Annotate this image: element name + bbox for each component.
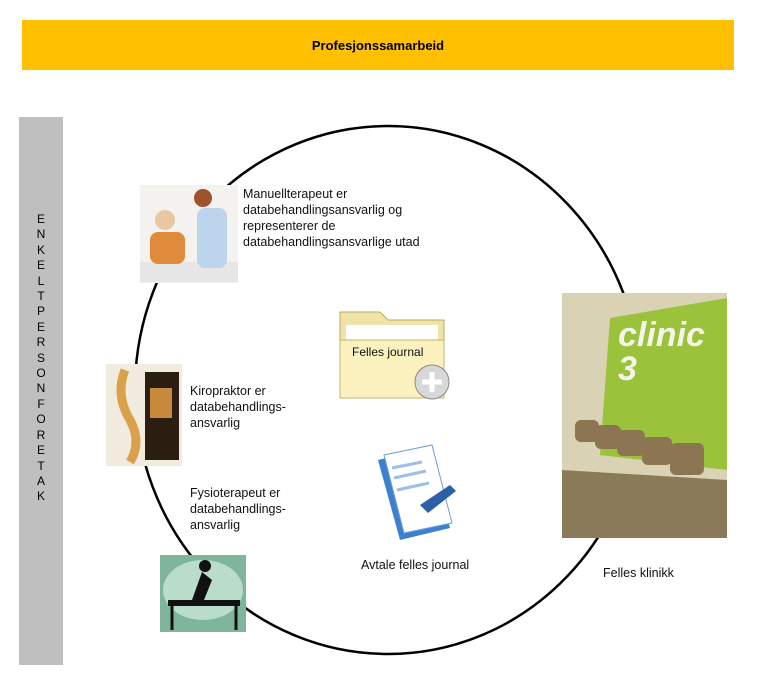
contract-document-icon: [378, 444, 456, 540]
sidebar-letter: T: [37, 289, 45, 304]
sidebar-bar: [19, 117, 63, 665]
manuellterapeut-label: Manuellterapeut er databehandlingsansvar…: [243, 187, 420, 249]
sidebar-letter: K: [36, 489, 45, 504]
sidebar-letter: E: [36, 443, 45, 458]
sidebar-letter: L: [37, 273, 45, 288]
therapist-photo: [140, 185, 238, 283]
chiropractor-photo: [106, 364, 182, 466]
title-banner: Profesjonssamarbeid: [22, 20, 734, 70]
physiotherapist-photo: [160, 555, 246, 632]
folder-icon: [339, 311, 450, 400]
sidebar-letter: E: [36, 212, 45, 226]
sidebar-letter: F: [37, 396, 45, 411]
kiropraktor-label: Kiropraktor er databehandlings-ansvarlig: [190, 384, 286, 430]
sidebar-letter: N: [36, 227, 46, 242]
avtale-label: Avtale felles journal: [361, 558, 470, 572]
sidebar-letter: R: [36, 427, 46, 442]
felles-klinikk-label: Felles klinikk: [603, 566, 674, 580]
sidebar-letter: O: [36, 366, 46, 381]
sidebar-letter: N: [36, 381, 46, 396]
clinic-photo: [562, 293, 727, 538]
sidebar-letter: S: [36, 350, 45, 365]
fysioterapeut-label: Fysioterapeut er databehandlings-ansvarl…: [190, 486, 286, 532]
sidebar-letter: R: [36, 335, 46, 350]
sidebar-letter: T: [37, 458, 45, 473]
sidebar-letter: P: [36, 304, 45, 319]
clinic-sign: clinic 3: [618, 316, 705, 388]
felles-journal-label: Felles journal: [352, 345, 424, 359]
sidebar-letter: K: [36, 242, 45, 257]
sidebar-letter: E: [36, 258, 45, 273]
sidebar-letter: A: [36, 473, 45, 488]
sidebar-letter: O: [36, 412, 46, 427]
sidebar-letter: E: [36, 319, 45, 334]
